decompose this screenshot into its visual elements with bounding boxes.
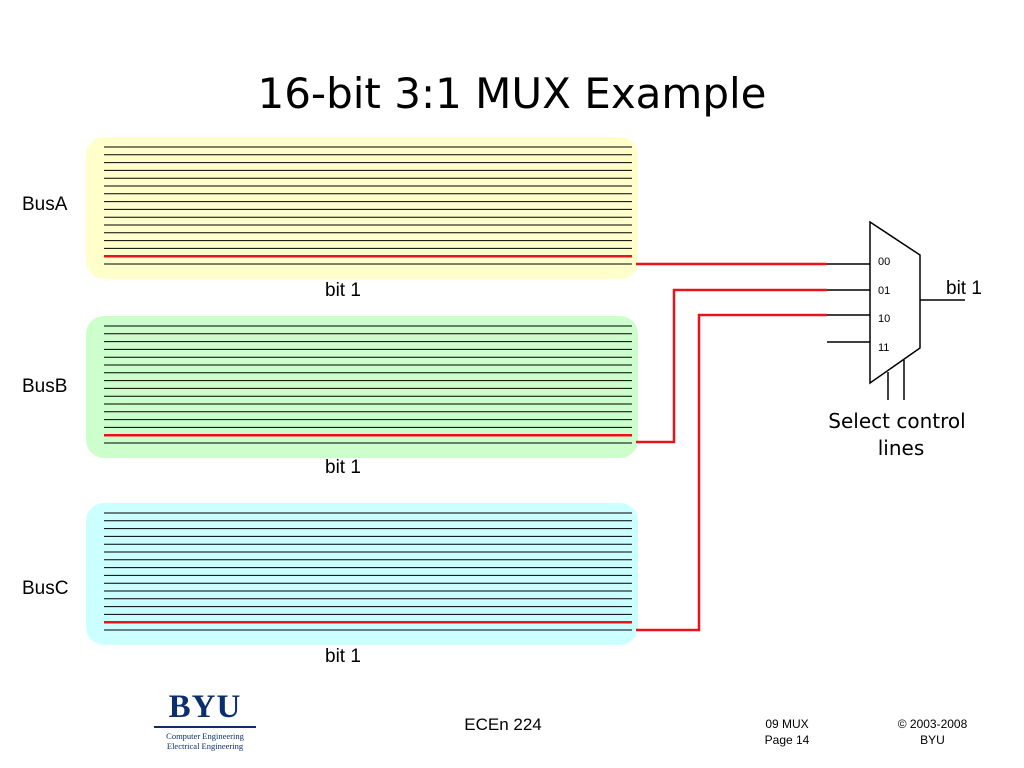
slide-title: 16-bit 3:1 MUX Example: [257, 69, 767, 118]
footer-org: BYU: [920, 733, 945, 747]
logo-divider: [154, 726, 256, 728]
bus-panel-busb: [86, 316, 638, 458]
footer-page: Page 14: [764, 733, 810, 747]
bus-busa: BusA bit 1: [22, 137, 638, 301]
mux-body: [869, 220, 921, 385]
mux-input-label-01: 01: [878, 285, 890, 297]
byu-logo: BYU Computer Engineering Electrical Engi…: [150, 690, 260, 752]
bus-busc: BusC bit 1: [22, 503, 638, 667]
footer-chapter-block: 09 MUX Page 14: [752, 716, 822, 748]
footer-chapter: 09 MUX: [765, 717, 809, 731]
select-caption-line1: Select control: [828, 409, 965, 433]
bus-busb: BusB bit 1: [22, 316, 638, 478]
mux-input-label-11: 11: [878, 342, 889, 354]
mux: 00 01 10 11 bit 1 Select control lines: [827, 220, 982, 460]
bus-label-busc: BusC: [22, 578, 68, 599]
mux-output-label: bit 1: [946, 278, 982, 299]
bus-label-busb: BusB: [22, 376, 67, 397]
bus-layer: BusA bit 1 BusB bit 1 BusC bit 1: [22, 137, 638, 667]
footer-copyright-block: © 2003-2008 BYU: [885, 716, 980, 748]
mux-input-label-10: 10: [878, 313, 890, 325]
logo-wordmark: BYU: [168, 689, 242, 725]
logo-line2: Electrical Engineering: [166, 741, 244, 751]
footer-copyright: © 2003-2008: [897, 717, 968, 731]
bus-label-busa: BusA: [22, 194, 68, 215]
bit-label-busb: bit 1: [325, 457, 361, 478]
logo-line1: Computer Engineering: [166, 731, 244, 741]
wire-layer: [636, 262, 827, 632]
bit-label-busc: bit 1: [325, 646, 361, 667]
bus-panel-busc: [86, 503, 638, 645]
wire-busb-bit1: [636, 288, 827, 444]
mux-input-label-00: 00: [878, 256, 890, 268]
bit-label-busa: bit 1: [325, 280, 361, 301]
bus-panel-busa: [86, 137, 638, 279]
footer-course: ECEn 224: [464, 715, 542, 734]
select-caption-line2: lines: [878, 436, 925, 460]
wire-busc-bit1: [636, 313, 827, 632]
